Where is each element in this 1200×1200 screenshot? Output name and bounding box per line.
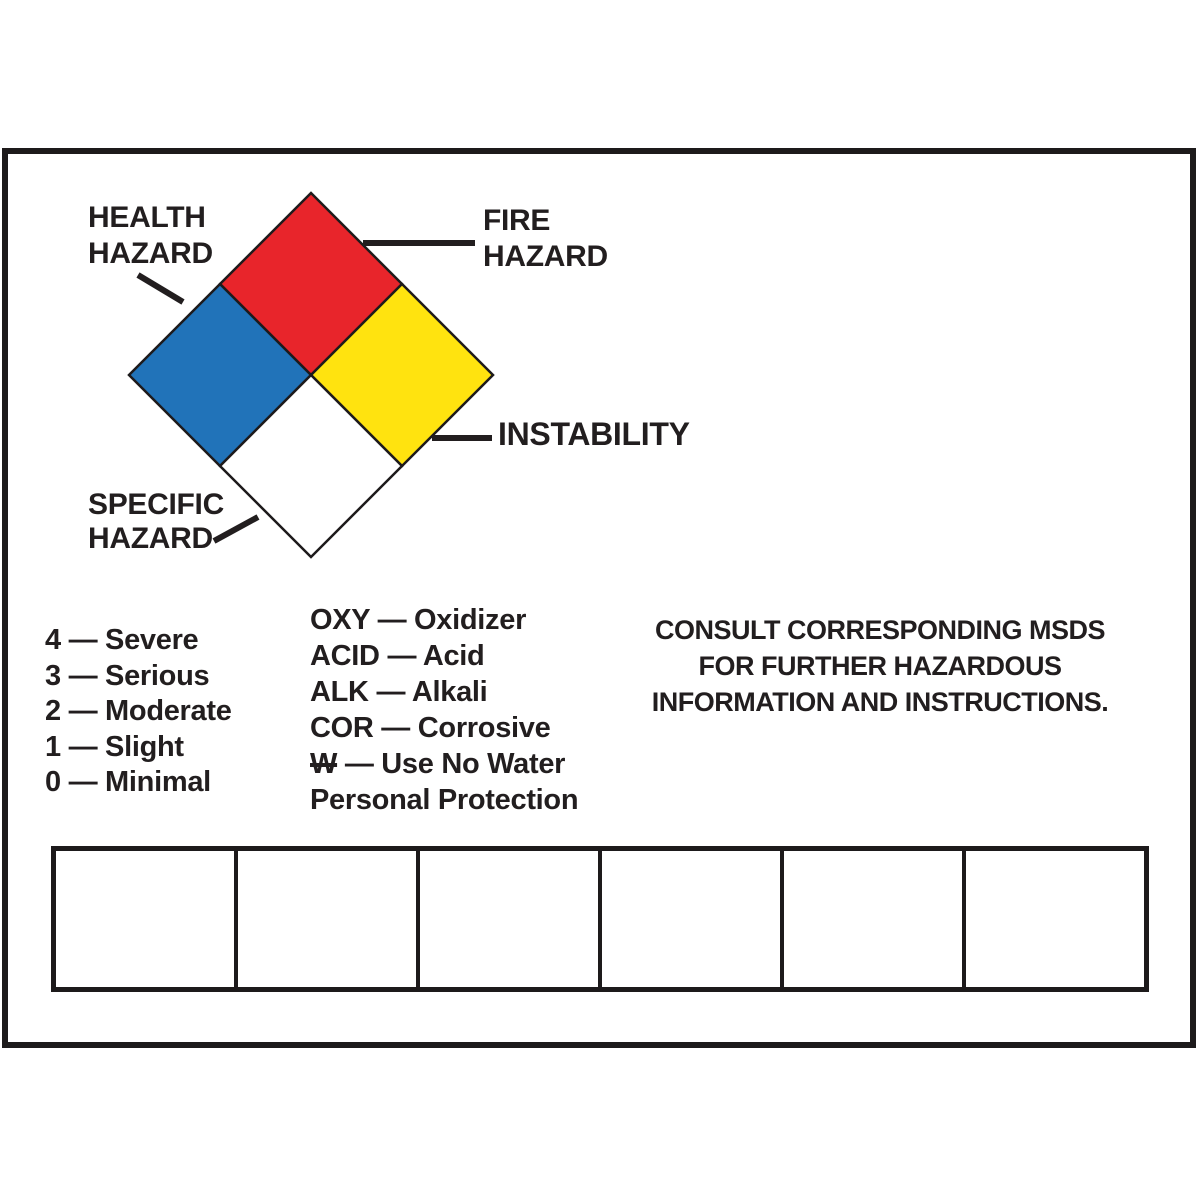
severity-scale-item: 2 — Moderate (45, 695, 232, 727)
hazard-code-item: COR — Corrosive (310, 712, 551, 744)
nfpa-label-card: HEALTH HAZARD FIRE HAZARD INSTABILITY SP… (2, 148, 1196, 1048)
severity-scale: 4 — Severe 3 — Serious 2 — Moderate 1 — … (45, 623, 232, 801)
nfpa-diamond (127, 191, 495, 559)
severity-scale-item: 0 — Minimal (45, 766, 211, 798)
no-water-text: — Use No Water (337, 748, 566, 780)
personal-protection-item: Personal Protection (310, 784, 579, 816)
specific-callout-line (212, 514, 260, 544)
hazard-code-item: ACID — Acid (310, 640, 485, 672)
specific-hazard-label: SPECIFIC HAZARD (88, 488, 224, 555)
write-in-cell (420, 851, 602, 987)
write-in-cell (56, 851, 238, 987)
fire-hazard-label: FIRE HAZARD (483, 204, 608, 273)
write-in-cell (602, 851, 784, 987)
msds-note: CONSULT CORRESPONDING MSDS FOR FURTHER H… (651, 615, 1109, 717)
specific-hazard-quadrant (218, 373, 404, 559)
severity-scale-item: 1 — Slight (45, 730, 184, 763)
instability-label: INSTABILITY (498, 416, 690, 452)
use-no-water-item: W — Use No Water (310, 746, 578, 782)
severity-scale-item: 3 — Serious (45, 659, 210, 692)
hazard-code-item: ALK — Alkali (310, 676, 488, 708)
write-in-row (51, 846, 1149, 992)
hazard-code-item: OXY — Oxidizer (310, 604, 527, 636)
health-hazard-label: HEALTH HAZARD (88, 201, 213, 270)
health-callout-line (136, 272, 185, 305)
write-in-cell (238, 851, 420, 987)
write-in-cell (966, 851, 1144, 987)
no-water-w-symbol: W (310, 748, 338, 780)
write-in-cell (784, 851, 966, 987)
severity-scale-item: 4 — Severe (45, 624, 199, 656)
hazard-code-legend: OXY — Oxidizer ACID — Acid ALK — Alkali … (310, 602, 579, 818)
